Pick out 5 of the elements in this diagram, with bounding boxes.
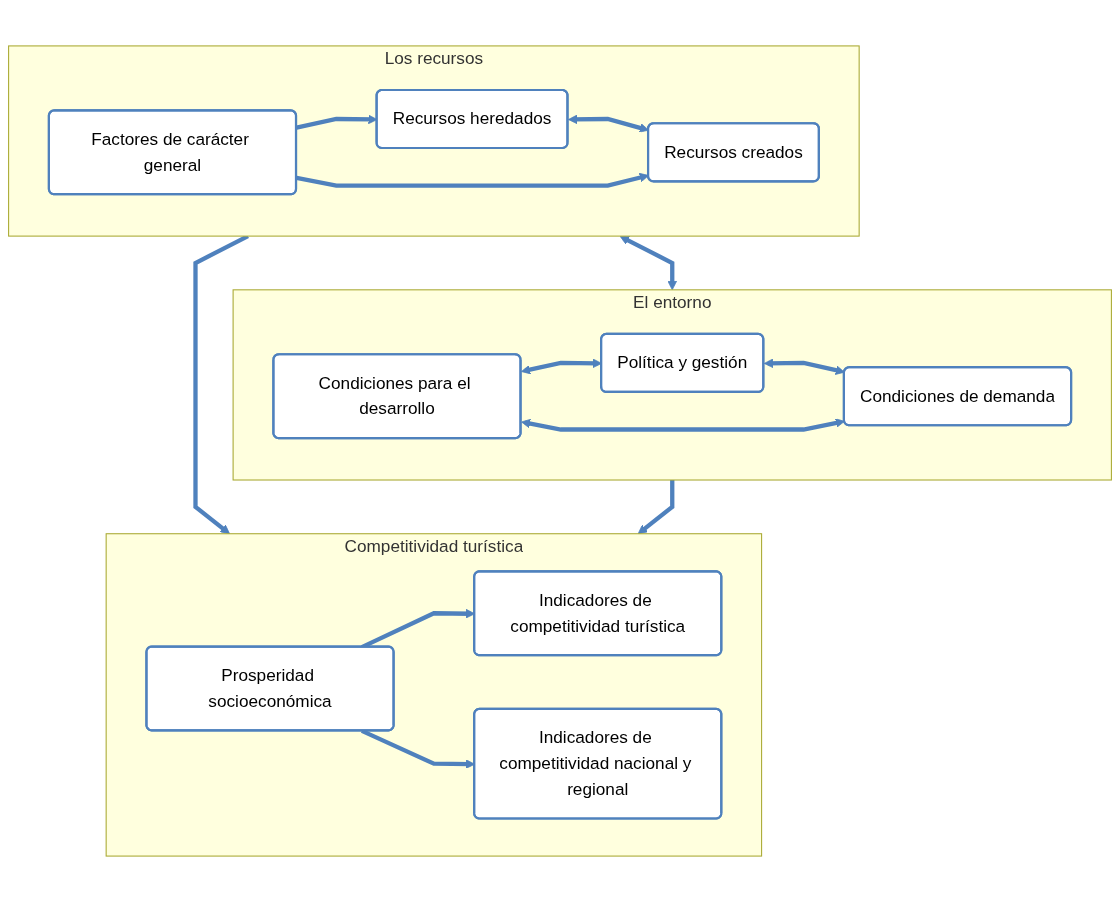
arrow — [521, 418, 845, 432]
arrow — [637, 480, 675, 535]
arrow — [763, 358, 845, 375]
arrow — [568, 114, 650, 133]
arrow — [619, 235, 677, 291]
